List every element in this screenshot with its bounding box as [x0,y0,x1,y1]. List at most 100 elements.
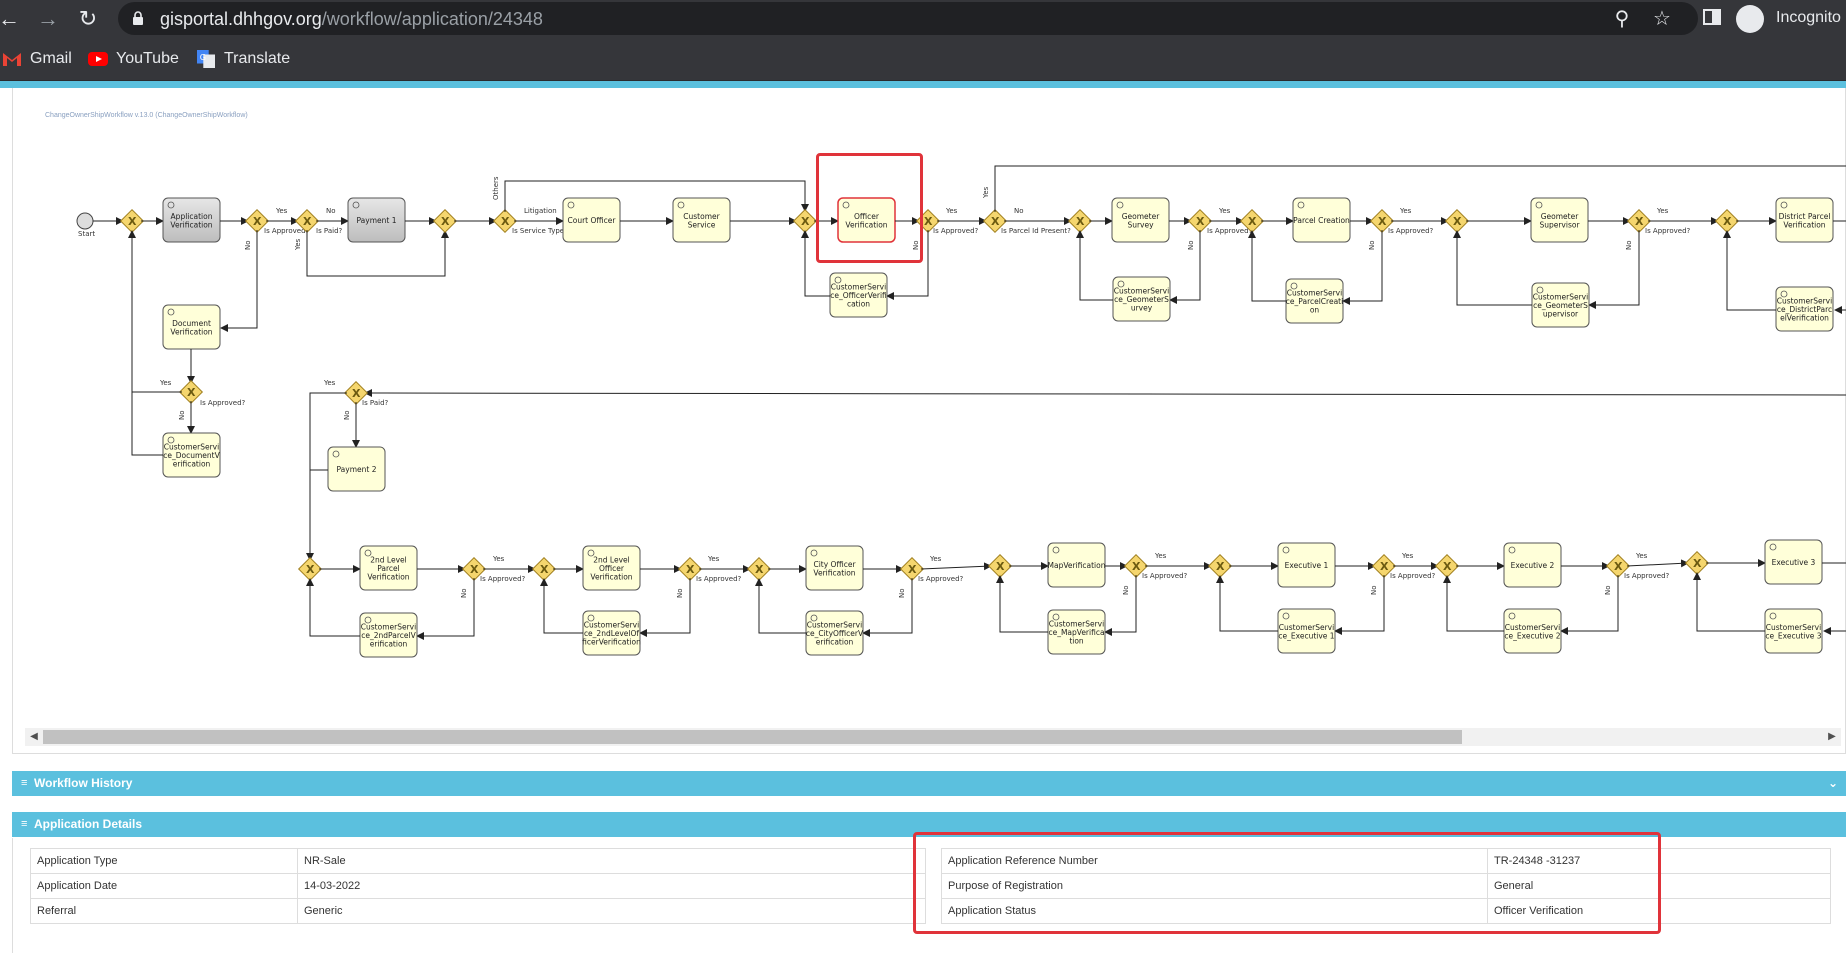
user-task-icon [352,201,360,209]
task-label: Parcel [377,564,400,573]
task-label: erification [173,460,211,469]
browser-toolbar: ← → ↻ gisportal.dhhgov.org/workflow/appl… [0,0,1846,37]
gateway-shape [1434,553,1460,579]
gateway-shape [899,556,925,582]
flow-label: No [178,410,186,420]
task-label: ce_GeometerS [1114,295,1169,304]
zoom-icon[interactable]: ⚲ [1614,8,1630,30]
task-label: ce_GeometerS [1533,301,1588,310]
gateway-shape [119,208,145,234]
user-task-icon [364,549,372,557]
gateway-x-icon: X [996,560,1005,573]
flow-label: Is Approved? [1390,572,1436,580]
gateway-shape [1207,553,1233,579]
task-label: CustomerServi [1766,623,1821,632]
flow-arrow [639,578,691,637]
side-panel-icon[interactable] [1702,7,1722,27]
user-task-icon [810,614,818,622]
back-icon[interactable]: ← [0,6,20,31]
workflow-history-header[interactable]: ≡ Workflow History ⌄ [12,771,1846,796]
gateway-shape [1239,208,1265,234]
user-task-icon [810,549,818,557]
table-row: Application Date 14-03-2022 [30,873,926,899]
task-label: ce_Executive 3 [1765,631,1821,640]
flow-arrow [306,392,347,561]
gateway-x-icon: X [1132,560,1141,573]
gateway-shape [1626,208,1652,234]
bookmark-translate[interactable]: G Translate [196,48,291,70]
diagram-caption: ChangeOwnerShipWorkflow v.13.0 (ChangeOw… [45,112,248,119]
flow-label: Yes [1635,552,1648,560]
flow-label: Is Approved? [1207,227,1253,235]
flow-arrow [996,575,1048,633]
gateway-shape [982,208,1008,234]
flow-label: Yes [294,238,302,251]
task-cs-2nd-parcel-verification [359,612,418,658]
page-accent-bar [0,81,1846,88]
user-task-icon [332,450,340,458]
flow-arrow [801,230,830,297]
gateway-x-icon: X [1378,215,1387,228]
scroll-right-icon[interactable]: ▶ [1828,731,1836,742]
flow-label: Is Approved? [696,575,742,583]
flow-label: No [1122,585,1130,595]
flow-label: Is Approved? [1142,572,1188,580]
task-application-verification [162,197,221,243]
flow-label: Is Approved? [200,399,246,407]
chevron-down-icon[interactable]: ⌄ [1827,776,1838,790]
gateway-x-icon: X [1453,215,1462,228]
translate-icon: G [197,50,215,68]
detail-value: 14-03-2022 [297,873,926,899]
task-label: 2nd Level [370,556,406,565]
diagram-horizontal-scrollbar[interactable]: ◀ ▶ [25,728,1841,746]
flow-label: Yes [1656,207,1669,215]
task-label: ce_OfficerVerifi [830,291,887,300]
bookmark-gmail[interactable]: Gmail [2,48,72,70]
task-label: ce_2ndLevelOf [584,629,639,638]
user-task-icon [1780,290,1788,298]
user-task-icon [587,549,595,557]
forward-icon[interactable]: → [37,6,59,31]
bookmark-youtube[interactable]: YouTube [88,48,183,70]
task-label: erification [816,638,854,647]
profile-button[interactable]: Incognito [1736,3,1846,35]
bookmark-star-icon[interactable]: ☆ [1653,8,1671,30]
user-task-icon [364,616,372,624]
task-district-parcel-verification [1775,197,1834,243]
task-court-officer [562,197,621,243]
gateway-x-icon: X [1248,215,1257,228]
scrollbar-thumb[interactable] [43,730,1462,744]
task-label: CustomerServi [1505,623,1560,632]
task-officer-verification [837,197,896,243]
task-label: upervisor [1543,310,1579,319]
gateway-shape [1444,208,1470,234]
scroll-left-icon[interactable]: ◀ [30,731,38,742]
task-label: ce_Executive 2 [1504,631,1560,640]
task-2nd-level-officer-verification [582,545,641,591]
flow-label: Yes [1401,552,1414,560]
user-task-icon [1297,201,1305,209]
flow-label: Yes [982,186,990,199]
gateway-shape [531,556,557,582]
flow-label: Is Approved? [264,227,310,235]
bookmarks-bar: Gmail YouTube G Translate [0,37,1846,81]
reload-icon[interactable]: ↻ [78,6,98,31]
task-label: Verification [590,573,632,582]
gateway-x-icon: X [801,215,810,228]
flow-label: Is Paid? [316,227,343,235]
gateway-shape [244,208,270,234]
task-label: ce_CityOfficerV [806,629,864,638]
flow-label: Is Approved? [1645,227,1691,235]
flow-arrow [1342,230,1383,305]
gateway-shape [1684,550,1710,576]
gateway-shape [178,379,204,405]
task-label: Verification [813,568,855,577]
gateway-x-icon: X [908,563,917,576]
flow-label: Litigation [524,207,557,215]
gateway-shape [1714,208,1740,234]
task-label: Geometer [1122,212,1160,221]
gateway-shape [294,208,320,234]
address-bar[interactable]: gisportal.dhhgov.org/workflow/applicatio… [118,2,1698,35]
flow-arrow [1169,230,1201,304]
flow-label: No [1368,240,1376,250]
